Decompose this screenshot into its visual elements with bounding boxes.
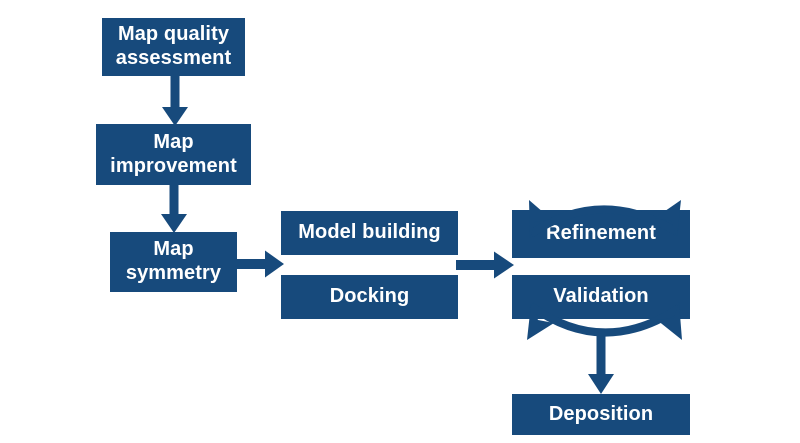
node-map-quality-assessment[interactable]: Map quality assessment bbox=[102, 18, 245, 76]
connector-assessment-to-improvement bbox=[162, 74, 188, 126]
node-validation[interactable]: Validation bbox=[512, 275, 690, 319]
connector-symmetry-to-model-building bbox=[235, 250, 284, 278]
connector-improvement-to-symmetry bbox=[161, 183, 187, 233]
node-refinement[interactable]: Refinement bbox=[512, 210, 690, 258]
connector-validation-to-deposition bbox=[588, 330, 614, 394]
node-deposition[interactable]: Deposition bbox=[512, 394, 690, 435]
node-map-symmetry[interactable]: Map symmetry bbox=[110, 232, 237, 292]
node-map-improvement[interactable]: Map improvement bbox=[96, 124, 251, 185]
node-docking[interactable]: Docking bbox=[281, 275, 458, 319]
node-model-building[interactable]: Model building bbox=[281, 211, 458, 255]
connector-building-to-refinement bbox=[456, 251, 514, 279]
connector-refinement-validation-cycle bbox=[527, 200, 682, 340]
